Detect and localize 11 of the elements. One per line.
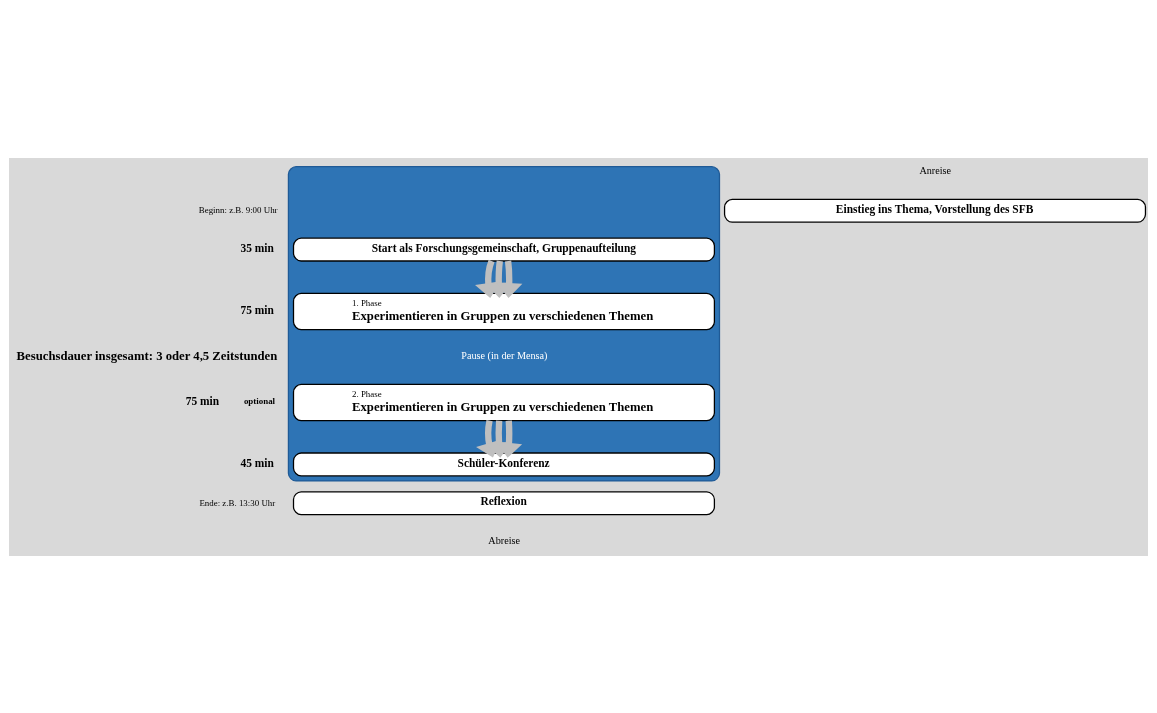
label: 75 min [240,303,274,316]
label: Beginn: z.B. 9:00 Uhr [198,204,278,215]
label: 45 min [240,456,274,469]
label: 75 min [185,394,220,407]
label: Ende: z.B. 13:30 Uhr [199,497,276,508]
label: Besuchsdauer insgesamt: 3 oder 4,5 Zeitstunden [16,348,278,363]
label: Pause (in der Mensa) [461,349,548,361]
label: Anreise [919,164,952,176]
label: 35 min [240,241,274,254]
label: Abreise [488,534,520,546]
label: optional [243,395,276,406]
